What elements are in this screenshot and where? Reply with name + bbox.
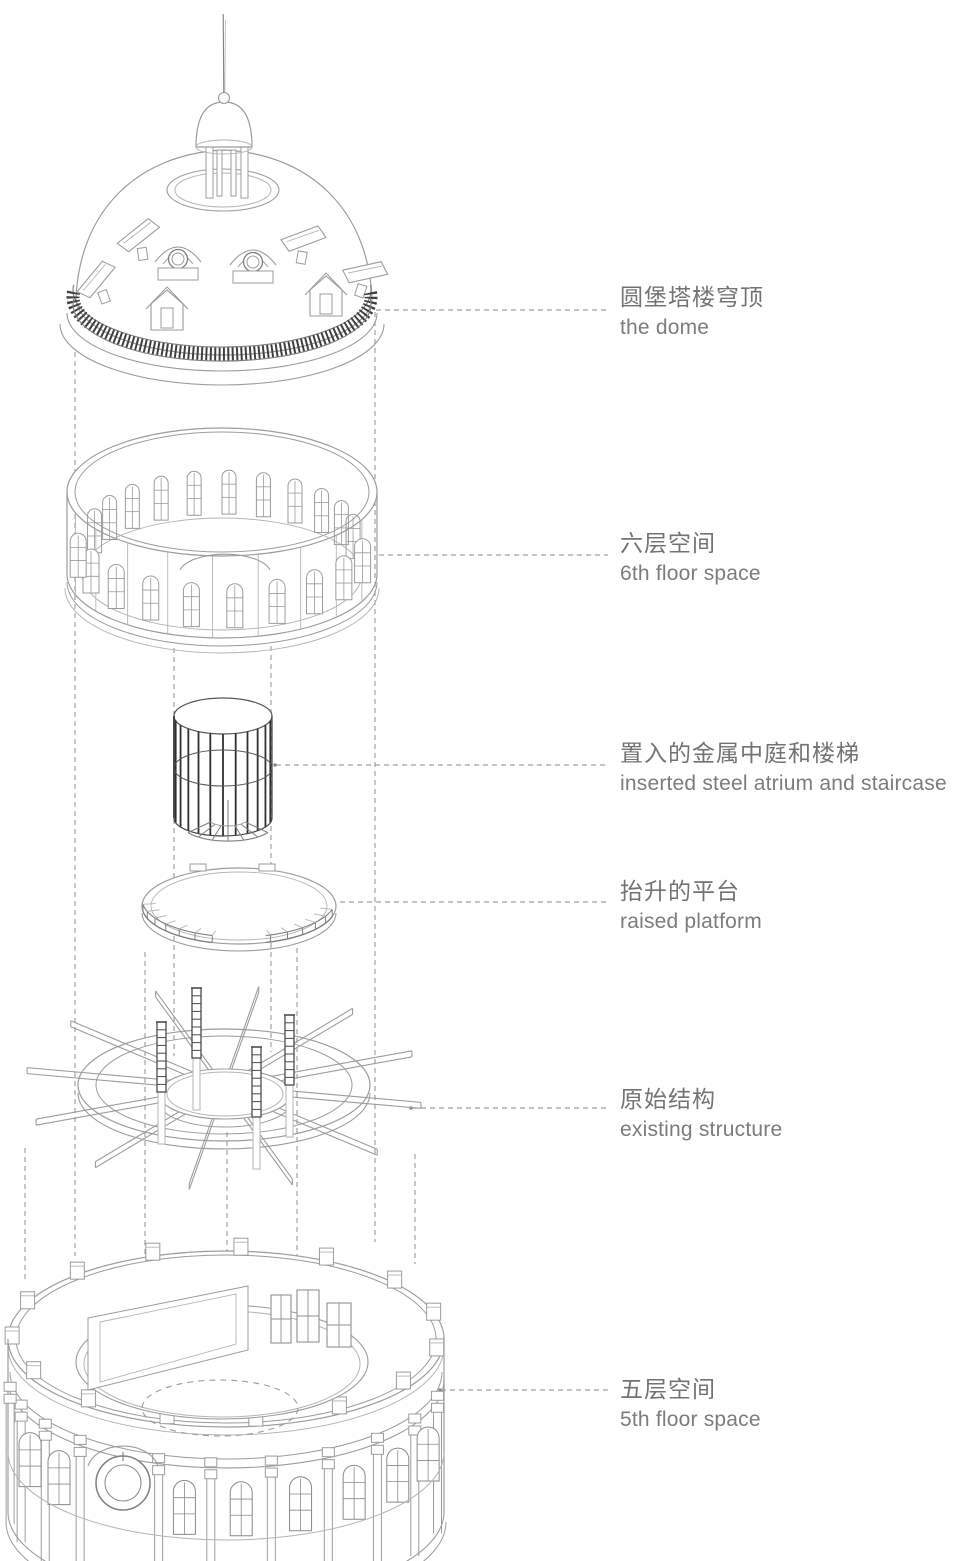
hood-vent [341, 261, 389, 299]
steel-atrium-drawing [173, 697, 273, 842]
hood-vent [76, 260, 116, 305]
sixth-floor-drawing [64, 427, 380, 654]
raised-platform-drawing [141, 863, 337, 952]
railing-balusters [66, 290, 378, 361]
hood-vent [116, 218, 161, 261]
dome-drawing [59, 13, 389, 386]
existing-structure-drawing [26, 986, 422, 1190]
spiral-stair [187, 832, 269, 842]
hood-vent [280, 225, 327, 265]
cupola-ball [217, 91, 231, 105]
oculus-window [95, 1455, 151, 1511]
fifth-floor-drawing [3, 1237, 447, 1561]
leader-dot-3 [273, 763, 277, 767]
dome-body [75, 149, 373, 356]
